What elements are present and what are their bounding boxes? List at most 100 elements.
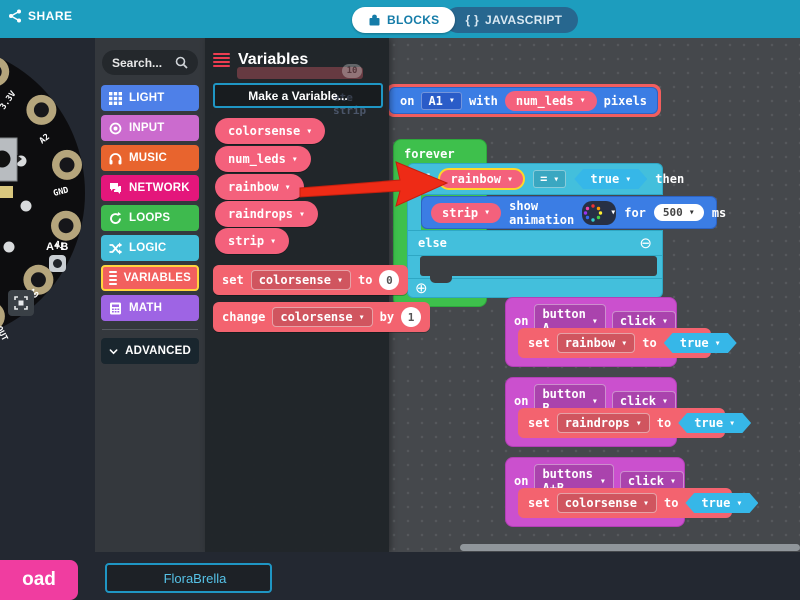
- true-value-dropdown[interactable]: true: [678, 413, 752, 433]
- category-label: LIGHT: [129, 92, 165, 104]
- flyout-pill-raindrops[interactable]: raindrops: [215, 201, 319, 227]
- if-keyword: if: [416, 172, 431, 186]
- category-loops[interactable]: LOOPS: [101, 205, 199, 231]
- value-input[interactable]: 1: [401, 307, 422, 327]
- category-variables[interactable]: VARIABLES: [101, 265, 199, 291]
- variable-dropdown[interactable]: colorsense: [272, 307, 373, 327]
- set-colorsense-block[interactable]: set colorsense to true: [518, 488, 759, 518]
- animation-picker[interactable]: [582, 200, 617, 225]
- category-label: ADVANCED: [125, 345, 191, 357]
- if-spine: [407, 195, 421, 230]
- variable-pill-rainbow-highlighted[interactable]: rainbow: [438, 168, 526, 190]
- operator-dropdown[interactable]: =: [533, 170, 567, 188]
- true-value-dropdown[interactable]: true: [574, 169, 648, 189]
- value-input[interactable]: 0: [379, 270, 400, 290]
- board-component: [0, 186, 13, 198]
- variable-dropdown[interactable]: rainbow: [556, 333, 636, 353]
- category-advanced[interactable]: ADVANCED: [101, 338, 199, 364]
- event-dropdown[interactable]: click: [619, 471, 684, 491]
- block-text: on: [514, 474, 529, 488]
- tab-javascript[interactable]: { } JAVASCRIPT: [445, 7, 579, 33]
- variable-dropdown[interactable]: raindrops: [556, 413, 650, 433]
- category-light[interactable]: LIGHT: [101, 85, 199, 111]
- ghost-value: 10: [342, 64, 362, 78]
- category-label: INPUT: [129, 122, 165, 134]
- headphones-icon: [109, 152, 122, 164]
- show-animation-block[interactable]: strip show animation for 500 ms: [421, 196, 726, 229]
- category-label: NETWORK: [129, 182, 190, 194]
- category-network[interactable]: NETWORK: [101, 175, 199, 201]
- fullscreen-button[interactable]: [8, 290, 34, 316]
- set-rainbow-block[interactable]: set rainbow to true: [518, 328, 737, 358]
- block-text: set: [528, 416, 550, 430]
- ab-button[interactable]: [49, 255, 66, 272]
- category-label: MUSIC: [129, 152, 168, 164]
- simulator-panel: 3.3V A2 GND A1 A0 OUT A+B: [0, 38, 95, 552]
- category-label: MATH: [129, 302, 163, 314]
- flyout-set-block[interactable]: set colorsense to 0: [213, 265, 409, 295]
- flyout-pill-strip[interactable]: strip: [215, 228, 290, 254]
- calculator-icon: [110, 302, 121, 314]
- pin-label: GND: [52, 185, 69, 198]
- category-music[interactable]: MUSIC: [101, 145, 199, 171]
- download-button[interactable]: oad: [0, 560, 78, 600]
- variable-dropdown[interactable]: colorsense: [250, 270, 351, 290]
- share-label: SHARE: [28, 9, 73, 23]
- forever-label: forever: [404, 147, 455, 161]
- share-button[interactable]: SHARE: [8, 9, 73, 23]
- pin-label: A1: [53, 239, 66, 252]
- if-else-block[interactable]: if rainbow = true then strip show animat…: [407, 163, 726, 298]
- search-box[interactable]: Search...: [102, 50, 198, 75]
- variables-icon: [109, 269, 117, 287]
- create-strip-block[interactable]: on A1 with num_leds pixels: [386, 84, 662, 117]
- tab-blocks[interactable]: BLOCKS: [352, 7, 456, 33]
- variables-flyout-icon: [213, 51, 230, 69]
- else-keyword: else: [418, 236, 447, 250]
- rainbow-animation-icon: [583, 203, 603, 222]
- variable-dropdown[interactable]: colorsense: [556, 493, 657, 513]
- on-button-b-block[interactable]: on button B click set raindrops to true: [505, 377, 752, 447]
- block-text: by: [379, 310, 395, 324]
- on-button-a-block[interactable]: on button A click set rainbow to true: [505, 297, 737, 367]
- block-text: for: [624, 205, 646, 220]
- block-text: show animation: [509, 198, 575, 227]
- pin-dropdown[interactable]: A1: [421, 91, 462, 110]
- target-icon: [109, 122, 122, 134]
- flyout-change-block[interactable]: change colorsense by 1: [213, 302, 431, 332]
- share-icon: [9, 9, 21, 23]
- true-value-dropdown[interactable]: true: [685, 493, 759, 513]
- flyout-pill-num-leds[interactable]: num_leds: [215, 146, 311, 172]
- category-input[interactable]: INPUT: [101, 115, 199, 141]
- variable-pill-num-leds[interactable]: num_leds: [504, 90, 597, 111]
- circuit-playground-board[interactable]: 3.3V A2 GND A1 A0 OUT: [0, 38, 95, 358]
- else-empty-slot[interactable]: [407, 256, 663, 283]
- set-raindrops-block[interactable]: set raindrops to true: [518, 408, 752, 438]
- event-dropdown[interactable]: click: [611, 391, 676, 411]
- category-math[interactable]: MATH: [101, 295, 199, 321]
- flyout-pill-rainbow[interactable]: rainbow: [215, 174, 304, 200]
- project-name-input[interactable]: [107, 565, 270, 591]
- true-value-dropdown[interactable]: true: [663, 333, 737, 353]
- ab-button-label: A+B: [46, 241, 69, 253]
- make-variable-button[interactable]: Make a Variable...: [213, 83, 383, 108]
- tab-javascript-label: JAVASCRIPT: [485, 13, 563, 27]
- block-text: to: [663, 496, 679, 510]
- expand-plus-icon[interactable]: ⊕: [415, 279, 428, 297]
- project-name-box: [105, 563, 272, 593]
- category-label: LOGIC: [129, 242, 167, 254]
- collapse-minus-icon[interactable]: ⊖: [639, 234, 652, 252]
- block-text: set: [222, 273, 244, 287]
- on-buttons-ab-block[interactable]: on buttons A+B click set colorsense to t…: [505, 457, 759, 527]
- block-text: change: [222, 310, 266, 324]
- search-icon: [175, 56, 188, 69]
- search-placeholder: Search...: [112, 55, 163, 70]
- block-text: to: [357, 273, 373, 287]
- category-logic[interactable]: LOGIC: [101, 235, 199, 261]
- flyout-pill-colorsense[interactable]: colorsense: [215, 118, 326, 144]
- chevron-down-icon: [109, 348, 118, 354]
- horizontal-scrollbar[interactable]: [460, 544, 800, 551]
- duration-dropdown[interactable]: 500: [653, 204, 704, 221]
- bottom-bar: oad: [0, 552, 800, 600]
- block-text: with: [468, 93, 498, 108]
- variable-pill-strip[interactable]: strip: [431, 202, 502, 223]
